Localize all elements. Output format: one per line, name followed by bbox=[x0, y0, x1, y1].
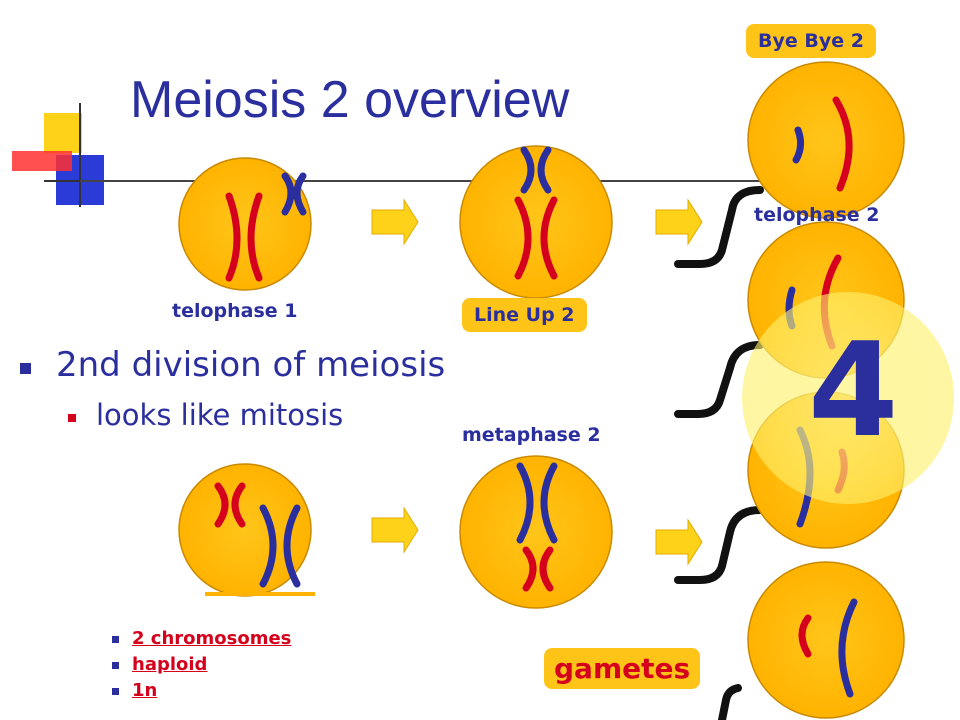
fact-chromosomes[interactable]: 2 chromosomes bbox=[108, 626, 291, 652]
split-bracket-top bbox=[674, 186, 764, 268]
bullet-main: 2nd division of meiosis bbox=[20, 345, 445, 385]
cell-metaphase-2-bottom bbox=[459, 455, 613, 609]
tag-bye-bye-2: Bye Bye 2 bbox=[746, 24, 876, 58]
tag-line-up-2: Line Up 2 bbox=[462, 298, 587, 332]
gamete-cell-1 bbox=[747, 61, 905, 219]
fact-haploid[interactable]: haploid bbox=[108, 652, 291, 678]
fact-list: 2 chromosomes haploid 1n bbox=[108, 626, 291, 704]
split-bracket-middle bbox=[674, 341, 764, 418]
cell-telophase-1-top bbox=[178, 157, 312, 291]
title-underline bbox=[80, 180, 760, 182]
split-bracket-lower bbox=[674, 506, 764, 584]
cell-line-up-top bbox=[459, 145, 613, 299]
big-number-four: 4 bbox=[808, 314, 899, 466]
arrow-right-icon bbox=[371, 198, 419, 246]
bullet-main-text: 2nd division of meiosis bbox=[56, 345, 446, 385]
arrow-right-icon bbox=[655, 518, 703, 566]
arrow-right-icon bbox=[655, 198, 703, 246]
page-title: Meiosis 2 overview bbox=[130, 71, 570, 129]
tag-gametes: gametes bbox=[544, 648, 701, 689]
arrow-right-icon bbox=[371, 506, 419, 554]
number-highlight-glow bbox=[742, 292, 954, 504]
bullet-sub: looks like mitosis bbox=[68, 398, 343, 432]
split-bracket-bottom bbox=[718, 684, 742, 720]
cell-telophase-1-bottom bbox=[178, 463, 315, 597]
bullet-sub-text: looks like mitosis bbox=[96, 398, 344, 432]
gamete-cell-4 bbox=[747, 561, 905, 719]
label-telophase-1: telophase 1 bbox=[172, 300, 298, 322]
label-metaphase-2: metaphase 2 bbox=[462, 424, 601, 446]
label-telophase-2: telophase 2 bbox=[754, 204, 880, 226]
fact-1n[interactable]: 1n bbox=[108, 678, 291, 704]
